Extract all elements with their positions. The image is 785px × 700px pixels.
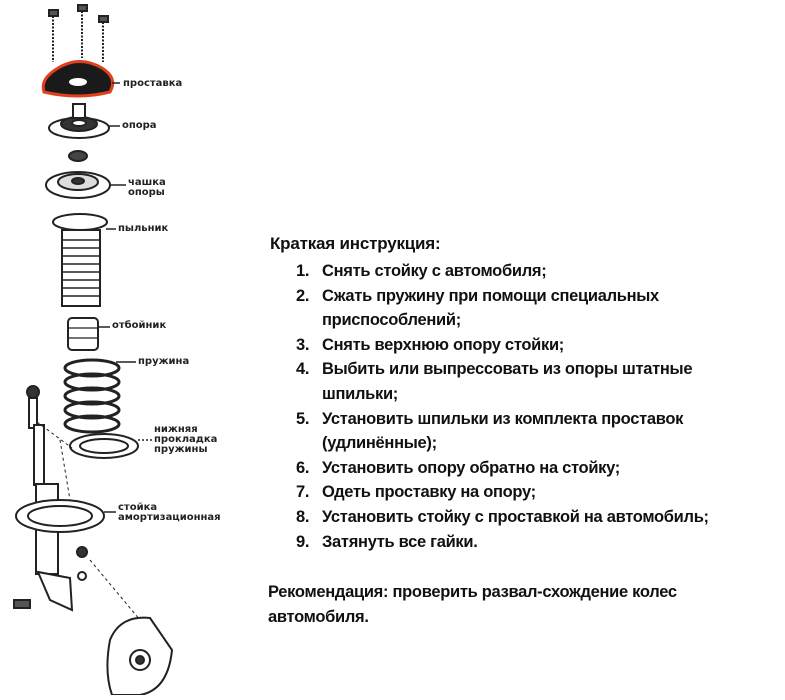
gasket-part xyxy=(69,433,139,459)
spring-part xyxy=(63,358,121,434)
step-number: 8. xyxy=(296,507,310,526)
step-text: Сжать пружину при помощи специальных при… xyxy=(322,286,659,330)
bumper-part xyxy=(67,317,99,351)
cup-part xyxy=(45,171,111,199)
mount-part xyxy=(48,103,110,162)
step-item: 2. Сжать пружину при помощи специальных п… xyxy=(296,284,783,333)
step-text: Выбить или выпрессовать из опоры штатные… xyxy=(322,360,693,403)
steps-list: 1. Снять стойку с автомобиля; 2. Сжать пру… xyxy=(268,259,783,554)
step-text: Снять стойку с автомобиля; xyxy=(322,262,547,280)
studs xyxy=(48,4,109,62)
recommendation-text: Рекомендация: проверить развал-схождение… xyxy=(268,583,677,627)
instructions-title: Краткая инструкция: xyxy=(270,234,441,253)
step-number: 7. xyxy=(296,483,310,502)
stud-middle xyxy=(77,4,88,58)
step-item: 7. Одеть проставку на опору; xyxy=(296,480,783,505)
assembly-guides xyxy=(36,421,141,621)
step-item: 6. Установить опору обратно на стойку; xyxy=(296,456,783,481)
step-number: 5. xyxy=(296,409,310,428)
step-number: 4. xyxy=(296,360,310,379)
step-number: 9. xyxy=(296,532,310,551)
stud-right xyxy=(98,15,109,62)
step-number: 6. xyxy=(296,458,310,477)
step-item: 8. Установить стойку с проставкой на авто… xyxy=(296,505,783,530)
knuckle-part xyxy=(106,616,174,696)
label-strut: стойка амортизационная xyxy=(118,502,221,523)
exploded-view-drawing xyxy=(13,4,174,696)
step-item: 3. Снять верхнюю опору стойки; xyxy=(296,333,783,358)
strut-part xyxy=(13,385,105,612)
label-boot: пыльник xyxy=(118,223,169,234)
step-text: Установить стойку с проставкой на автомо… xyxy=(322,507,709,526)
instructions-panel: Краткая инструкция: 1. Снять стойку с авт… xyxy=(268,234,783,630)
stud-left xyxy=(48,9,59,62)
spacer-part xyxy=(41,60,115,98)
suspension-strut-diagram: проставка опора чашка опоры пыльник отбо… xyxy=(0,0,260,696)
label-gasket: нижняя прокладка пружины xyxy=(154,424,218,455)
step-item: 1. Снять стойку с автомобиля; xyxy=(296,259,783,284)
label-spring: пружина xyxy=(138,356,190,367)
step-item: 5. Установить шпильки из комплекта проста… xyxy=(296,407,783,456)
step-number: 2. xyxy=(296,286,310,305)
step-text: Одеть проставку на опору; xyxy=(322,483,536,502)
step-number: 1. xyxy=(296,262,310,280)
label-cup: чашка опоры xyxy=(128,177,166,198)
label-mount: опора xyxy=(122,120,157,131)
step-text: Установить шпильки из комплекта проставо… xyxy=(322,409,684,453)
step-text: Затянуть все гайки. xyxy=(322,532,478,551)
step-text: Установить опору обратно на стойку; xyxy=(322,458,620,477)
step-number: 3. xyxy=(296,335,310,354)
label-spacer: проставка xyxy=(123,78,183,89)
label-bumper: отбойник xyxy=(112,320,167,331)
step-item: 4. Выбить или выпрессовать из опоры штатн… xyxy=(296,357,783,406)
step-text: Снять верхнюю опору стойки; xyxy=(322,335,564,354)
step-item: 9. Затянуть все гайки. xyxy=(296,530,783,555)
boot-part xyxy=(52,213,108,307)
